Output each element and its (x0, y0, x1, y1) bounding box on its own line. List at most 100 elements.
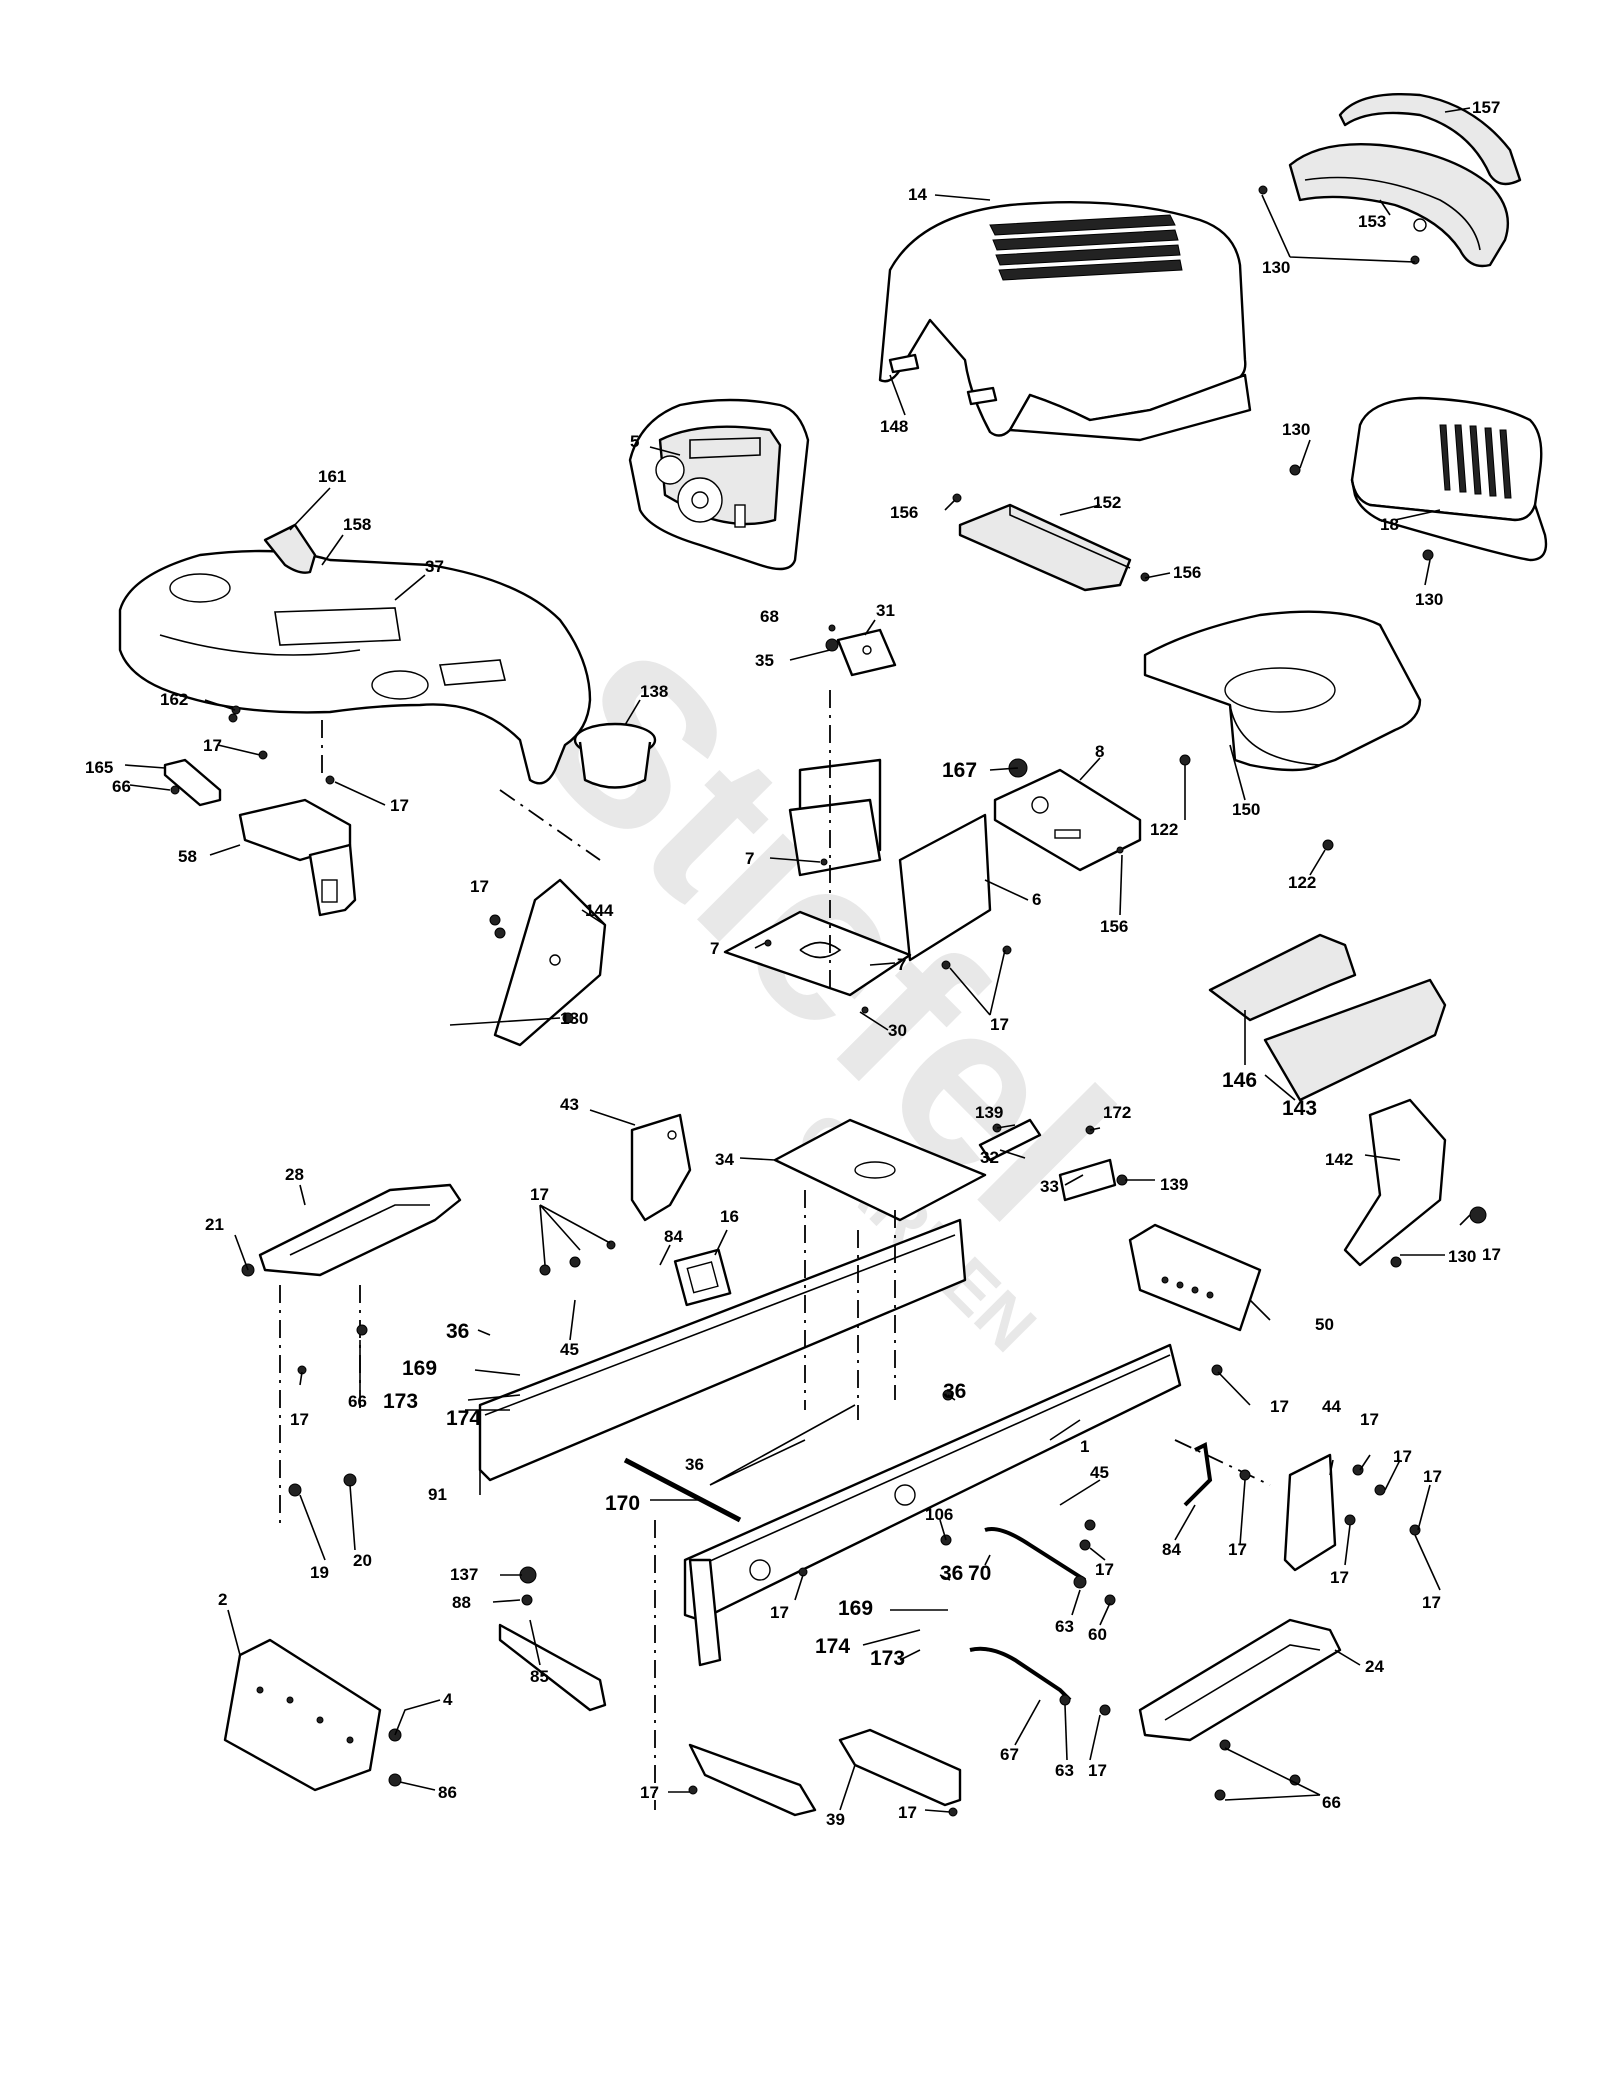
callout-17: 17 (640, 1783, 659, 1802)
callout-44: 44 (1322, 1397, 1341, 1416)
callout-17: 17 (770, 1603, 789, 1622)
callout-21: 21 (205, 1215, 224, 1234)
callout-66: 66 (1322, 1793, 1341, 1812)
plate-30 (723, 910, 912, 997)
callout-5: 5 (630, 432, 639, 451)
callout-70: 70 (968, 1562, 991, 1585)
callout-85: 85 (530, 1667, 549, 1686)
callout-58: 58 (178, 847, 197, 866)
callout-17: 17 (1088, 1761, 1107, 1780)
callout-labels: 157 153 130 14 148 130 18 130 5 156 152 … (85, 98, 1501, 1829)
callout-156: 156 (1100, 917, 1128, 936)
bracket-85 (498, 1623, 607, 1712)
callout-19: 19 (310, 1563, 329, 1582)
callout-158: 158 (343, 515, 371, 534)
callout-17: 17 (390, 796, 409, 815)
bracket-32-33 (978, 1118, 1117, 1202)
seat-pan-150 (1143, 610, 1422, 772)
callout-172: 172 (1103, 1103, 1131, 1122)
plate-31 (836, 628, 897, 677)
callout-7: 7 (897, 955, 906, 974)
callout-7: 7 (745, 849, 754, 868)
callout-1: 1 (1080, 1437, 1089, 1456)
front-grille-18 (1350, 396, 1548, 562)
callout-45: 45 (1090, 1463, 1109, 1482)
leader-lines (124, 107, 1471, 1813)
callout-36: 36 (943, 1380, 966, 1403)
frame-rail-91 (478, 1218, 967, 1482)
callout-18: 18 (1380, 515, 1399, 534)
callout-173: 173 (870, 1647, 905, 1670)
callout-63: 63 (1055, 1761, 1074, 1780)
callout-130: 130 (1448, 1247, 1476, 1266)
callout-36: 36 (446, 1320, 469, 1343)
part-161 (263, 523, 317, 574)
rod-67 (969, 1646, 1072, 1702)
callout-170: 170 (605, 1492, 640, 1515)
callout-14: 14 (908, 185, 927, 204)
callout-17: 17 (1482, 1245, 1501, 1264)
callout-173: 173 (383, 1390, 418, 1413)
callout-20: 20 (353, 1551, 372, 1570)
callout-130: 130 (1262, 258, 1290, 277)
callout-17: 17 (1270, 1397, 1289, 1416)
callout-106: 106 (925, 1505, 953, 1524)
callout-63: 63 (1055, 1617, 1074, 1636)
callout-17: 17 (290, 1410, 309, 1429)
callout-157: 157 (1472, 98, 1500, 117)
callout-33: 33 (1040, 1177, 1059, 1196)
callout-66: 66 (348, 1392, 367, 1411)
callout-148: 148 (880, 417, 908, 436)
hood-grille-frame-153 (1288, 143, 1510, 268)
hood-vents (989, 214, 1183, 281)
bracket-142 (1343, 1098, 1447, 1267)
bracket-50 (1128, 1223, 1262, 1332)
callout-130: 130 (1415, 590, 1443, 609)
frame-rail-1 (683, 1343, 1182, 1622)
cover-152 (958, 503, 1132, 592)
callout-152: 152 (1093, 493, 1121, 512)
callout-35: 35 (755, 651, 774, 670)
callout-17: 17 (1095, 1560, 1114, 1579)
callout-139: 139 (1160, 1175, 1188, 1194)
bracket-165 (163, 758, 222, 807)
dashboard-panel-5 (628, 398, 810, 571)
callout-50: 50 (1315, 1315, 1334, 1334)
callout-122: 122 (1150, 820, 1178, 839)
plate-8 (993, 768, 1142, 872)
callout-30: 30 (888, 1021, 907, 1040)
callout-43: 43 (560, 1095, 579, 1114)
callout-16: 16 (720, 1207, 739, 1226)
callout-153: 153 (1358, 212, 1386, 231)
plate-146 (1208, 933, 1357, 1022)
callout-39: 39 (826, 1810, 845, 1829)
callout-130: 130 (1282, 420, 1310, 439)
callout-84: 84 (1162, 1540, 1181, 1559)
bracket-39-left (688, 1743, 817, 1817)
grille-slots (1439, 424, 1512, 499)
callout-2: 2 (218, 1590, 227, 1609)
callout-17: 17 (203, 736, 222, 755)
bracket-43 (630, 1113, 692, 1222)
plate-143 (1263, 978, 1447, 1102)
callout-17: 17 (1423, 1467, 1442, 1486)
callout-162: 162 (160, 690, 188, 709)
callout-36: 36 (685, 1455, 704, 1474)
callout-37: 37 (425, 557, 444, 576)
callout-60: 60 (1088, 1625, 1107, 1644)
callout-68: 68 (760, 607, 779, 626)
callout-17: 17 (1393, 1447, 1412, 1466)
callout-144: 144 (585, 901, 614, 920)
callout-137: 137 (450, 1565, 478, 1584)
callout-34: 34 (715, 1150, 734, 1169)
callout-17: 17 (1330, 1568, 1349, 1587)
callout-17: 17 (470, 877, 489, 896)
callout-67: 67 (1000, 1745, 1019, 1764)
callout-150: 150 (1232, 800, 1260, 819)
callout-32: 32 (980, 1148, 999, 1167)
callout-174: 174 (446, 1407, 481, 1430)
callout-138: 138 (640, 682, 668, 701)
cup-138 (573, 722, 657, 789)
callout-143: 143 (1282, 1097, 1317, 1120)
